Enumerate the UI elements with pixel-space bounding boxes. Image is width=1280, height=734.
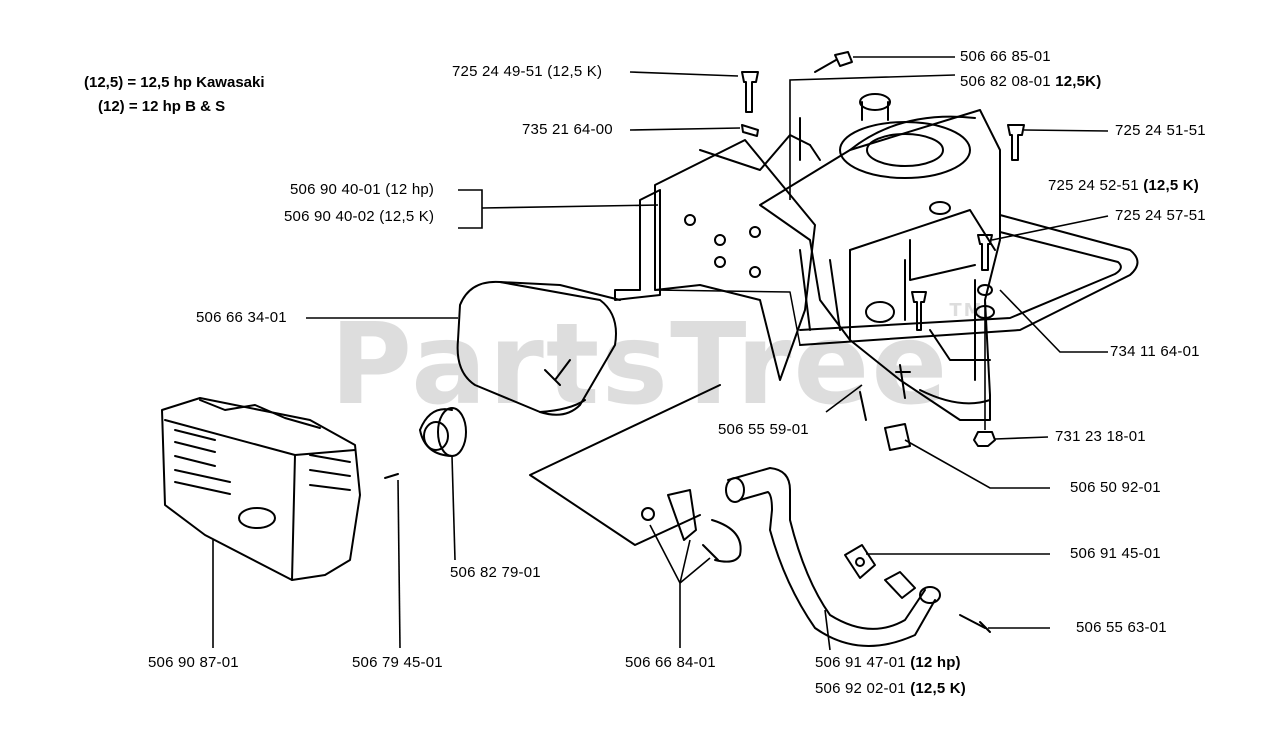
part-label-725-24-57-51[interactable]: 725 24 57-51 [1115, 207, 1206, 224]
part-label-506-82-08-01[interactable]: 506 82 08-01 12,5K) [960, 73, 1102, 90]
part-label-506-82-79-01[interactable]: 506 82 79-01 [450, 564, 541, 581]
frame-tube-illustration [799, 214, 1139, 346]
muffler-guard-illustration [161, 397, 361, 581]
legend-line-bs: (12) = 12 hp B & S [98, 98, 226, 115]
part-label-506-66-85-01[interactable]: 506 66 85-01 [960, 48, 1051, 65]
part-label-506-55-63-01[interactable]: 506 55 63-01 [1076, 619, 1167, 636]
part-label-506-79-45-01[interactable]: 506 79 45-01 [352, 654, 443, 671]
part-label-735-21-64-00[interactable]: 735 21 64-00 [522, 121, 613, 138]
exhaust-pipe-illustration [725, 467, 941, 647]
leader-lines [212, 56, 1109, 651]
bracket-illustration [641, 489, 742, 563]
muffler-illustration [456, 280, 621, 416]
part-label-506-90-40-02[interactable]: 506 90 40-02 (12,5 K) [284, 208, 435, 225]
assembly-outline [529, 384, 721, 546]
part-label-725-24-51-51[interactable]: 725 24 51-51 [1115, 122, 1206, 139]
part-label-506-55-59-01[interactable]: 506 55 59-01 [718, 421, 809, 438]
mount-plate-illustration [614, 117, 821, 381]
part-label-725-24-52-51[interactable]: 725 24 52-51 (12,5 K) [1048, 177, 1199, 194]
part-label-506-92-02-01[interactable]: 506 92 02-01 (12,5 K) [815, 680, 966, 697]
part-label-731-23-18-01[interactable]: 731 23 18-01 [1055, 428, 1146, 445]
gasket-clamp-illustration [844, 544, 916, 599]
hardware-illustration [384, 51, 1025, 633]
part-label-506-66-34-01[interactable]: 506 66 34-01 [196, 309, 287, 326]
part-label-506-91-47-01[interactable]: 506 91 47-01 (12 hp) [815, 654, 961, 671]
part-label-734-11-64-01[interactable]: 734 11 64-01 [1110, 343, 1200, 360]
part-label-725-24-49-51[interactable]: 725 24 49-51 (12,5 K) [452, 63, 603, 80]
part-label-506-50-92-01[interactable]: 506 50 92-01 [1070, 479, 1161, 496]
legend-line-kawasaki: (12,5) = 12,5 hp Kawasaki [84, 74, 265, 91]
muffler-elbow-illustration [419, 407, 467, 457]
part-label-506-66-84-01[interactable]: 506 66 84-01 [625, 654, 716, 671]
part-label-506-91-45-01[interactable]: 506 91 45-01 [1070, 545, 1161, 562]
part-label-506-90-87-01[interactable]: 506 90 87-01 [148, 654, 239, 671]
part-label-506-90-40-01[interactable]: 506 90 40-01 (12 hp) [290, 181, 435, 198]
engine-illustration [759, 93, 1001, 421]
